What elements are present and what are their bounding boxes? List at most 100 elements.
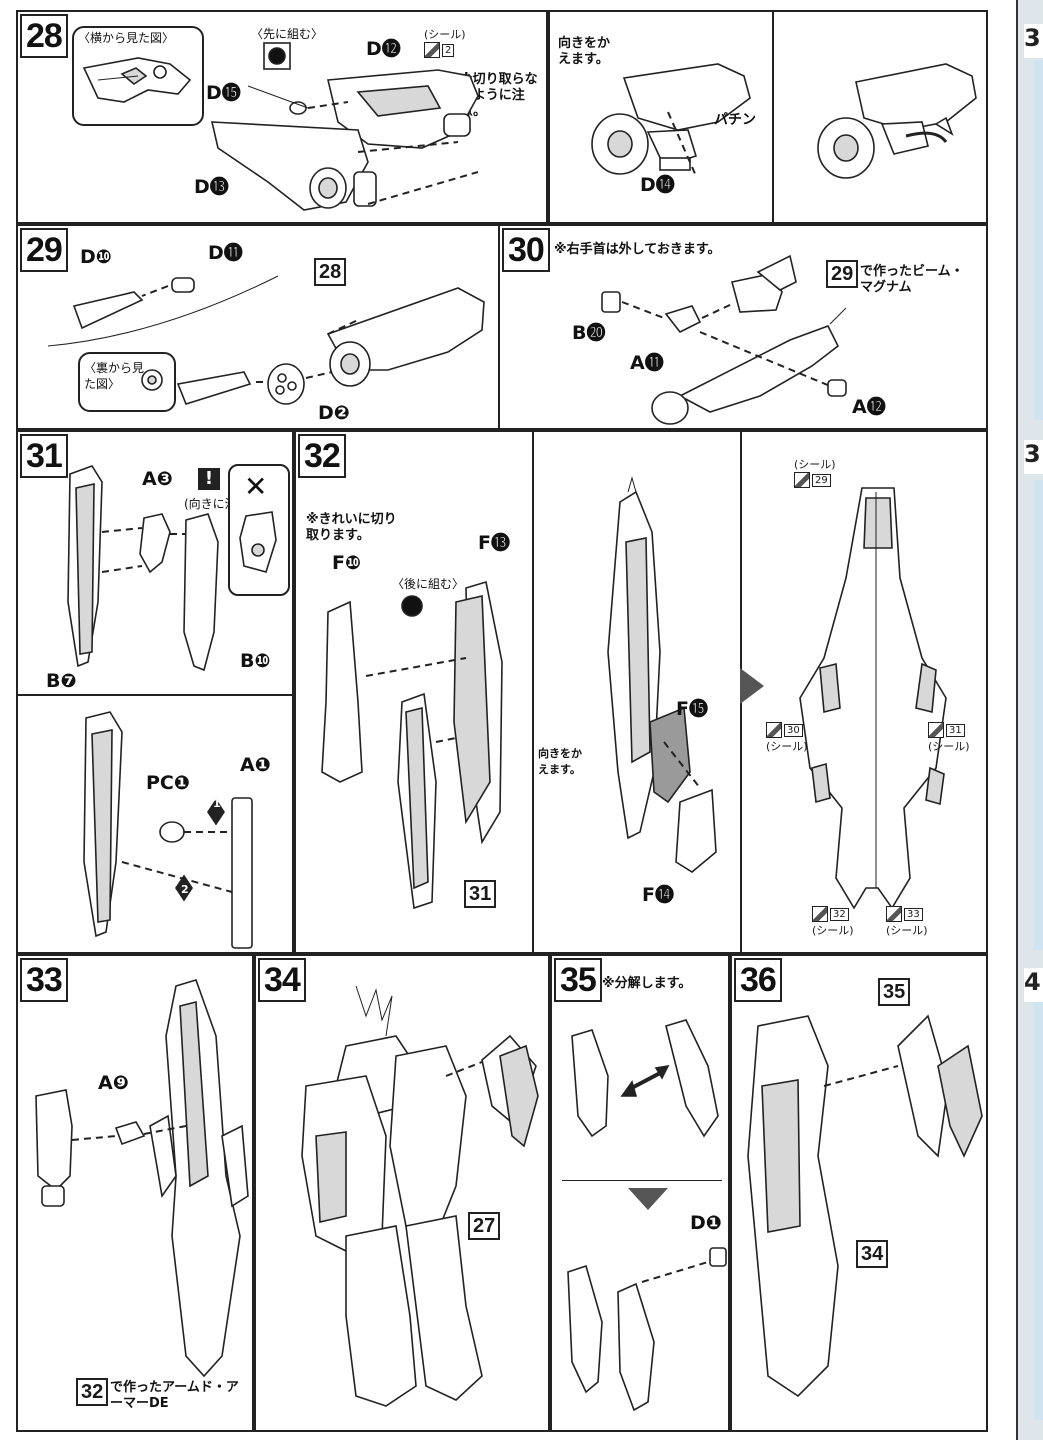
panel-divider xyxy=(18,694,292,696)
step-31-panel: 31 A❸ ! (向きに注意) ✕ B❼ B❿ PC❶ A❶ 1 2 xyxy=(16,430,294,954)
sticker-label: (シール) xyxy=(766,740,808,753)
gun-assembled-illustration xyxy=(817,63,977,179)
part-label-d10: D❿ xyxy=(80,246,112,268)
step-35-panel: 35 ※分解します。 D❶ xyxy=(550,954,730,1432)
next-page-tint xyxy=(1034,1000,1043,1420)
part-label-f14: F⓮ xyxy=(642,884,674,906)
step-number: 36 xyxy=(734,958,782,1002)
step-reference-34: 34 xyxy=(856,1240,889,1268)
step-number: 28 xyxy=(20,14,68,58)
sticker-label: (シール) xyxy=(886,924,928,937)
assemble-later-label: 〈後に組む〉 xyxy=(392,577,465,591)
part-label-d13: D⓭ xyxy=(194,176,229,198)
next-page-step-number: 3 xyxy=(1024,440,1043,474)
sticker-30: 30 (シール) xyxy=(766,722,808,754)
wrist-removal-note: ※右手首は外しておきます。 xyxy=(554,242,721,257)
sticker-icon xyxy=(886,906,902,922)
side-view-label: 〈横から見た図〉 xyxy=(78,31,175,45)
sticker-31: 31 (シール) xyxy=(928,722,970,754)
part-label-d1: D❶ xyxy=(690,1212,722,1234)
step-number: 29 xyxy=(20,228,68,272)
cut-cleanly-note: ※きれいに切り取ります。 xyxy=(306,512,397,543)
caution-icon: ! xyxy=(198,468,220,490)
wing-separate-illustration xyxy=(571,1019,719,1138)
step-number: 32 xyxy=(298,434,346,478)
side-view-illustration xyxy=(82,57,192,103)
part-label-d15: D⓯ xyxy=(206,82,241,104)
shield-pin-illustration xyxy=(83,711,253,949)
step-28b-panel: 向きをかえます。 パチン D⓮ xyxy=(548,10,988,224)
sticker-29: (シール) 29 xyxy=(794,456,836,488)
assemble-first-label: 〈先に組む〉 xyxy=(251,27,324,41)
next-page-tint xyxy=(1034,60,1043,420)
step-34-panel: 34 27 xyxy=(254,954,550,1432)
part-label-a11: A⓫ xyxy=(630,352,664,374)
assemble-first-marker xyxy=(263,42,291,70)
step-number: 31 xyxy=(20,434,68,478)
robot-wing-attach-illustration xyxy=(747,1014,983,1398)
sticker-33: 33 (シール) xyxy=(886,906,928,938)
armor-plate-assembly-illustration xyxy=(607,476,717,873)
back-view-illustration xyxy=(141,369,163,391)
step-reference-32: 32 xyxy=(76,1378,109,1406)
part-label-b7: B❼ xyxy=(46,670,77,692)
turn-note: 向きをかえます。 xyxy=(558,36,611,67)
order-mark-1: 1 xyxy=(213,797,221,810)
part-label-d11: D⓫ xyxy=(208,242,243,264)
wrong-way-illustration xyxy=(239,511,277,573)
back-view-label: 〈裏から見た図〉 xyxy=(84,361,145,391)
next-page-step-number: 3 xyxy=(1024,24,1043,58)
step-reference-28: 28 xyxy=(314,258,347,286)
wrong-way-mark: ✕ xyxy=(244,470,268,503)
sticker-icon xyxy=(424,42,440,58)
sticker-number: 30 xyxy=(784,723,803,737)
assemble-later-marker xyxy=(401,595,423,617)
next-step-arrow xyxy=(740,668,764,704)
sticker-label: (シール) xyxy=(812,924,854,937)
step-number: 35 xyxy=(554,958,602,1002)
snap-label: パチン xyxy=(714,112,756,128)
step-28-panel: 28 〈横から見た図〉 〈先に組む〉 (シール) 2 ※切り取らないように注意。… xyxy=(16,10,548,224)
barrel-assembly-illustration xyxy=(176,287,485,405)
part-label-d2: D❷ xyxy=(318,402,350,424)
panel-divider xyxy=(532,432,534,952)
part-label-pc1: PC❶ xyxy=(146,772,190,794)
wing-joint-illustration xyxy=(567,1247,727,1412)
next-page-step-number: 4 xyxy=(1024,968,1043,1002)
step-reference-27: 27 xyxy=(468,1212,501,1240)
part-label-a9: A❾ xyxy=(98,1072,129,1094)
step-reference-31: 31 xyxy=(464,880,497,908)
step-number: 33 xyxy=(20,958,68,1002)
part-label-f13: F⓭ xyxy=(478,532,510,554)
order-mark-2: 2 xyxy=(181,883,189,896)
sticker-label: (シール) xyxy=(424,28,466,41)
step-30-panel: 30 ※右手首は外しておきます。 29 で作ったビーム・マグナム B⓴ A⓫ A… xyxy=(498,224,988,430)
sticker-icon xyxy=(928,722,944,738)
completed-armor-illustration xyxy=(799,487,947,910)
sticker-icon xyxy=(794,472,810,488)
sticker-reference: (シール) 2 xyxy=(424,26,466,58)
beam-magnum-parts-illustration xyxy=(210,69,479,211)
gun-turn-illustration xyxy=(591,63,751,177)
step-32-panel: 32 ※きれいに切り取ります。 F❿ F⓭ 〈後に組む〉 31 向きをかえます。… xyxy=(294,430,988,954)
sticker-number: 33 xyxy=(904,907,923,921)
robot-body-illustration xyxy=(301,985,539,1407)
step-number: 34 xyxy=(258,958,306,1002)
step-36-panel: 36 35 34 xyxy=(730,954,988,1432)
disassemble-note: ※分解します。 xyxy=(602,976,692,991)
step-reference-29: 29 xyxy=(826,260,859,288)
sticker-number: 29 xyxy=(812,473,831,487)
sticker-number: 32 xyxy=(830,907,849,921)
part-label-a3: A❸ xyxy=(142,468,173,490)
part-label-b10: B❿ xyxy=(240,650,271,672)
sticker-icon xyxy=(766,722,782,738)
part-label-f10: F❿ xyxy=(332,552,362,574)
armor-mount-illustration xyxy=(35,979,249,1378)
step-reference-35: 35 xyxy=(878,978,911,1006)
armored-armor-ref-text: で作ったアームド・アーマーDE xyxy=(110,1380,239,1411)
next-step-arrow xyxy=(628,1188,668,1210)
part-label-a1: A❶ xyxy=(240,754,271,776)
sticker-icon xyxy=(812,906,828,922)
panel-divider xyxy=(562,1180,722,1181)
barrel-parts-illustration xyxy=(47,275,279,347)
